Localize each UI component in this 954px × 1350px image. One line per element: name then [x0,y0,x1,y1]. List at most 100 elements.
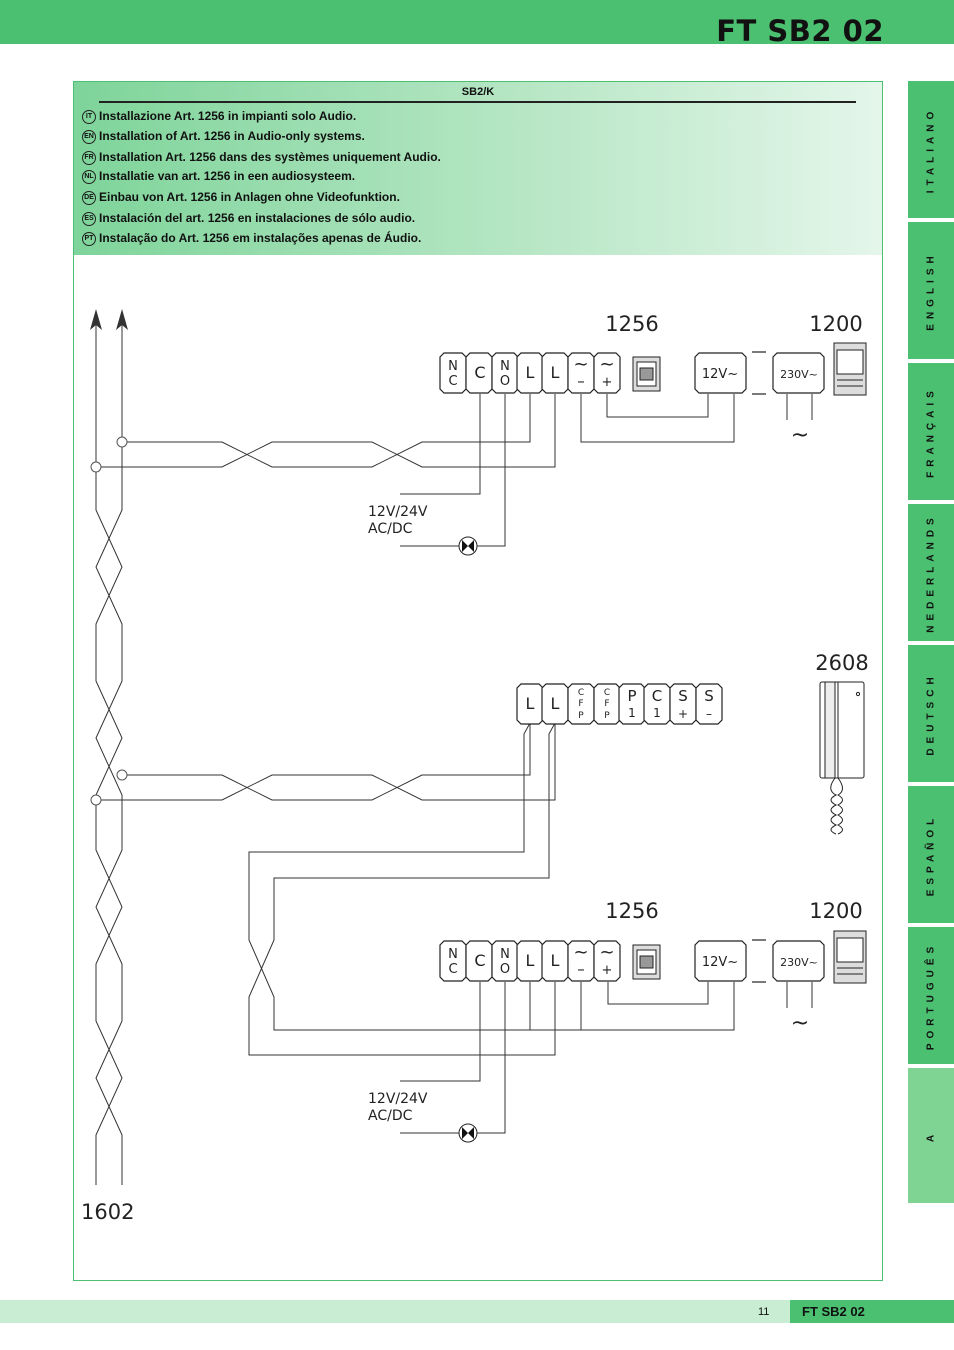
tab-english[interactable]: ENGLISH [908,222,954,359]
lock-lamp-top [458,536,478,556]
lang-code-badge: DE [82,190,96,205]
psu-label-bottom: 1200 [809,899,862,923]
module-1256-icon [632,944,661,980]
lang-text: Einbau von Art. 1256 in Anlagen ohne Vid… [99,190,400,204]
lock-supply-label: AC/DC [368,1108,413,1124]
bottom-psu-terminals [694,940,825,982]
terminal-label: 1 [653,706,661,720]
tab-portugues[interactable]: PORTUGUÊS [908,927,954,1064]
terminal-label: + [602,375,613,390]
psu-input-label: 230V~ [780,368,818,381]
terminal-label: + [678,707,688,721]
terminal-label: C [474,363,485,382]
junction-point [116,436,128,448]
terminal-label: F [604,699,609,709]
terminal-label: P [604,711,610,721]
terminal-label: – [577,960,585,978]
lang-text: Installazione Art. 1256 in impianti solo… [99,109,357,123]
terminal-label: C [604,688,610,698]
terminal-label: ~ [573,942,588,963]
document-title: FT SB2 02 [716,14,884,48]
handset-label: 2608 [815,651,868,675]
psu-divider-bottom [752,939,766,983]
junction-point [116,769,128,781]
riser-arrow-up [116,309,128,330]
lock-supply-label: AC/DC [368,521,413,537]
lang-code-badge: PT [82,231,96,246]
lang-code-badge: NL [82,169,96,184]
section-label: SB2/K [461,86,495,98]
terminal-label: – [577,372,585,390]
terminal-label: L [526,951,535,970]
footer-bar [0,1300,954,1323]
terminal-label: P [578,711,584,721]
lock-supply-label: 12V/24V [368,504,428,520]
lang-code-badge: IT [82,109,96,124]
lang-code-badge: ES [82,211,96,226]
module-label-bottom: 1256 [605,899,658,923]
handset-2608-icon [819,681,865,835]
tab-deutsch[interactable]: DEUTSCH [908,645,954,782]
footer-title: FT SB2 02 [802,1304,865,1319]
module-1256-icon [632,356,661,392]
terminal-label: – [706,707,712,721]
terminal-label: S [678,687,688,705]
page-number: 11 [758,1306,770,1318]
top-terminal-block [439,352,621,394]
mains-symbol: ~ [791,1011,809,1036]
psu-input-label: 230V~ [780,956,818,969]
tab-a[interactable]: A [908,1068,954,1203]
lang-text: Installation Art. 1256 dans des systèmes… [99,150,441,164]
header-rule [99,101,856,103]
psu-output-label: 12V~ [702,367,738,382]
junction-point [90,794,102,806]
psu-output-label: 12V~ [702,955,738,970]
top-psu-terminals [694,352,825,394]
tab-espanol[interactable]: ESPAÑOL [908,786,954,923]
terminal-label: ~ [599,354,614,375]
lang-code-badge: EN [82,129,96,144]
header-bar [0,0,954,44]
riser-label: 1602 [81,1200,134,1224]
bottom-branch-wires [400,982,813,1134]
terminal-label: + [602,963,613,978]
terminal-label: C [652,687,662,705]
lang-text: Instalação do Art. 1256 em instalações a… [99,231,422,245]
tab-italiano[interactable]: ITALIANO [908,81,954,218]
terminal-label: P [627,687,636,705]
tab-francais[interactable]: FRANÇAIS [908,363,954,500]
terminal-label: C [448,962,457,977]
lang-code-badge: FR [82,150,96,165]
terminal-label: L [526,694,535,713]
mains-symbol: ~ [791,423,809,448]
riser-bus-1602 [95,320,123,1185]
terminal-label: S [704,687,714,705]
psu-label-top: 1200 [809,312,862,336]
bottom-terminal-block [439,940,621,982]
terminal-label: O [500,374,510,389]
terminal-label: O [500,962,510,977]
terminal-label: C [448,374,457,389]
footer-tab [790,1300,954,1323]
handset-branch-wires [96,722,735,1056]
terminal-label: N [500,359,510,374]
top-branch-wires [96,394,813,547]
terminal-label: C [578,688,584,698]
terminal-label: N [448,947,458,962]
riser-arrow-up [90,309,102,330]
psu-divider-top [752,351,766,395]
terminal-label: L [551,363,560,382]
terminal-label: 1 [628,706,636,720]
tab-nederlands[interactable]: NEDERLANDS [908,504,954,641]
psu-1200-icon [833,930,867,984]
terminal-label: L [526,363,535,382]
